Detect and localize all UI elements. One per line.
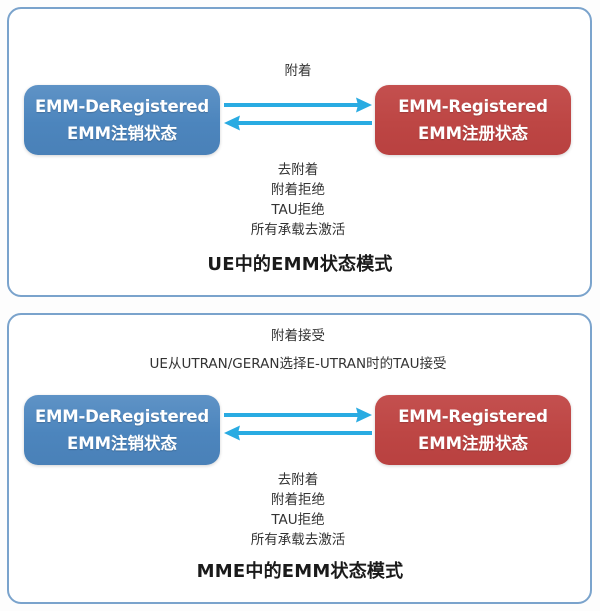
reverse-label: 附着拒绝 xyxy=(271,492,325,508)
reverse-label: 所有承载去激活 xyxy=(250,532,346,548)
forward-label-tau-accept-mme: UE从UTRAN/GERAN选择E-UTRAN时的TAU接受 xyxy=(149,356,447,372)
arrow-forward-icon xyxy=(224,97,372,113)
reverse-label: TAU拒绝 xyxy=(271,202,325,218)
reverse-label: 去附着 xyxy=(277,162,319,178)
state-label-en: EMM-Registered xyxy=(398,407,548,427)
state-box-emm-deregistered-mme[interactable]: EMM-DeRegistered EMM注销状态 xyxy=(24,395,220,465)
state-label-en: EMM-DeRegistered xyxy=(34,407,210,427)
reverse-label: 去附着 xyxy=(277,472,319,488)
state-label-en: EMM-Registered xyxy=(398,97,548,117)
reverse-label: TAU拒绝 xyxy=(271,512,325,528)
reverse-label: 附着拒绝 xyxy=(271,182,325,198)
arrow-forward-icon xyxy=(224,407,372,423)
panel-title-ue: UE中的EMM状态模式 xyxy=(207,254,393,275)
panel-title-mme: MME中的EMM状态模式 xyxy=(196,561,404,582)
state-box-emm-registered-ue[interactable]: EMM-Registered EMM注册状态 xyxy=(375,85,571,155)
reverse-label-stack-ue: 去附着 附着拒绝 TAU拒绝 所有承载去激活 xyxy=(251,160,346,240)
reverse-label: 所有承载去激活 xyxy=(250,222,346,238)
transition-arrows-mme xyxy=(224,407,372,441)
forward-label-attach-ue: 附着 xyxy=(284,63,312,79)
transition-arrows-ue xyxy=(224,97,372,131)
forward-label-attach-accept-mme: 附着接受 xyxy=(271,328,325,344)
arrow-reverse-icon xyxy=(224,115,372,131)
state-label-zh: EMM注销状态 xyxy=(66,123,178,143)
state-box-emm-deregistered-ue[interactable]: EMM-DeRegistered EMM注销状态 xyxy=(24,85,220,155)
reverse-label-stack-mme: 去附着 附着拒绝 TAU拒绝 所有承载去激活 xyxy=(251,470,346,550)
state-label-en: EMM-DeRegistered xyxy=(34,97,210,117)
arrow-reverse-icon xyxy=(224,425,372,441)
state-box-emm-registered-mme[interactable]: EMM-Registered EMM注册状态 xyxy=(375,395,571,465)
state-label-zh: EMM注册状态 xyxy=(417,433,529,453)
state-label-zh: EMM注册状态 xyxy=(417,123,529,143)
state-label-zh: EMM注销状态 xyxy=(66,433,178,453)
